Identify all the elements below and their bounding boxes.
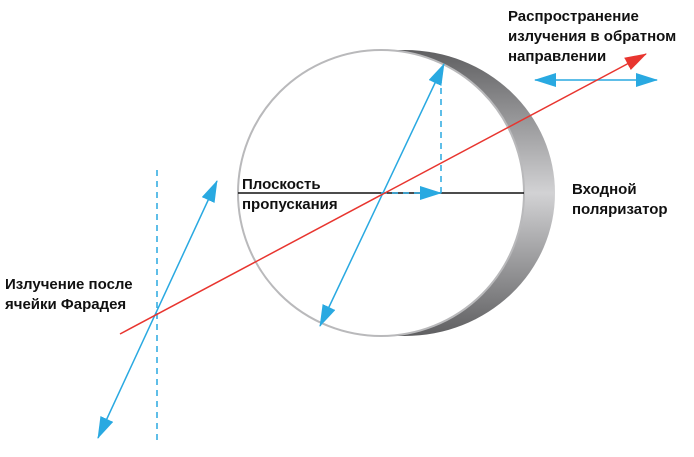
label-line: Излучение после — [5, 276, 133, 293]
backward-propagation-label: Распространение излучения в обратном нап… — [508, 7, 676, 67]
label-line: Входной — [572, 181, 637, 198]
label-line: направлении — [508, 48, 607, 65]
label-line: Распространение — [508, 8, 639, 25]
label-line: Плоскость — [242, 176, 321, 193]
label-line: излучения в обратном — [508, 28, 677, 45]
label-line: пропускания — [242, 196, 338, 213]
transmission-plane-label: Плоскость пропускания — [242, 175, 338, 215]
left-polarization-arrow — [97, 180, 218, 439]
beam-line — [119, 53, 647, 335]
label-line: поляризатор — [572, 201, 668, 218]
after-faraday-label: Излучение после ячейки Фарадея — [5, 275, 133, 315]
input-polarizer-label: Входной поляризатор — [572, 180, 668, 220]
label-line: ячейки Фарадея — [5, 296, 127, 313]
